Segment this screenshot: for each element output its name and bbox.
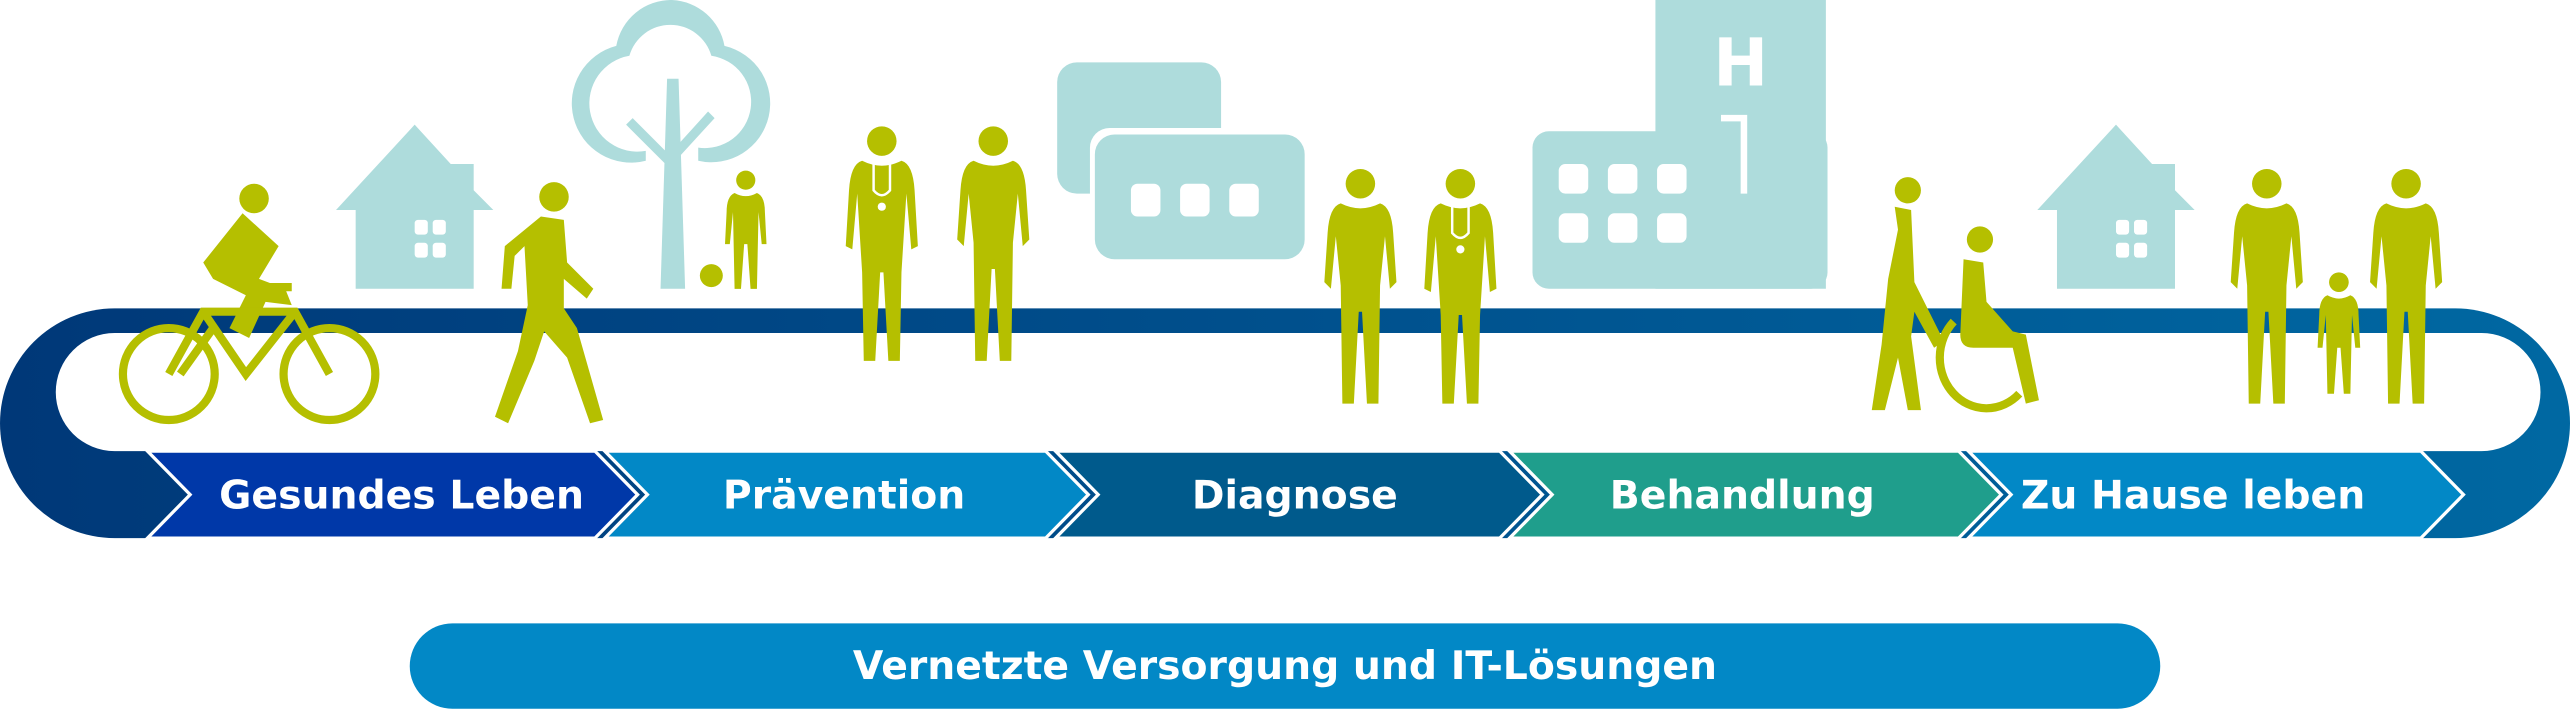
house-icon bbox=[2037, 124, 2195, 289]
hospital-sign: H bbox=[1713, 25, 1768, 101]
stage-chevron bbox=[600, 449, 1091, 540]
stage-gesundes-leben[interactable]: Gesundes Leben bbox=[143, 449, 640, 540]
stage-chevrons: Gesundes Leben Prävention Diagnose Behan… bbox=[143, 449, 2466, 540]
cyclist-icon bbox=[118, 183, 380, 425]
stage-chevron bbox=[1051, 449, 1545, 540]
ball-icon bbox=[699, 264, 723, 288]
tree-icon bbox=[571, 0, 771, 289]
stage-praevention[interactable]: Prävention bbox=[600, 449, 1091, 540]
stage-label: Behandlung bbox=[1610, 473, 1875, 519]
banner-pill bbox=[409, 623, 2161, 709]
stage-diagnose[interactable]: Diagnose bbox=[1051, 449, 1545, 540]
stage-chevron bbox=[1964, 449, 2466, 540]
stage-label: Diagnose bbox=[1192, 473, 1398, 519]
track-inner bbox=[55, 333, 2541, 452]
stage-chevron bbox=[143, 449, 640, 540]
chat-bubbles-icon bbox=[1057, 62, 1313, 266]
walking-person-icon bbox=[494, 182, 604, 424]
house-icon bbox=[336, 124, 494, 289]
hospital-icon: H bbox=[1532, 0, 1828, 289]
integrated-care-banner[interactable]: Vernetzte Versorgung und IT-Lösungen bbox=[409, 623, 2161, 709]
child-icon bbox=[725, 170, 767, 289]
stage-label: Prävention bbox=[723, 473, 965, 519]
banner-label: Vernetzte Versorgung und IT-Lösungen bbox=[853, 643, 1717, 689]
stage-behandlung[interactable]: Behandlung bbox=[1505, 449, 2004, 540]
wheelchair-icon bbox=[1871, 177, 2039, 413]
stage-chevron bbox=[1505, 449, 2004, 540]
stage-label: Zu Hause leben bbox=[2021, 473, 2365, 519]
stage-zu-hause-leben[interactable]: Zu Hause leben bbox=[1964, 449, 2466, 540]
stage-label: Gesundes Leben bbox=[219, 473, 584, 519]
